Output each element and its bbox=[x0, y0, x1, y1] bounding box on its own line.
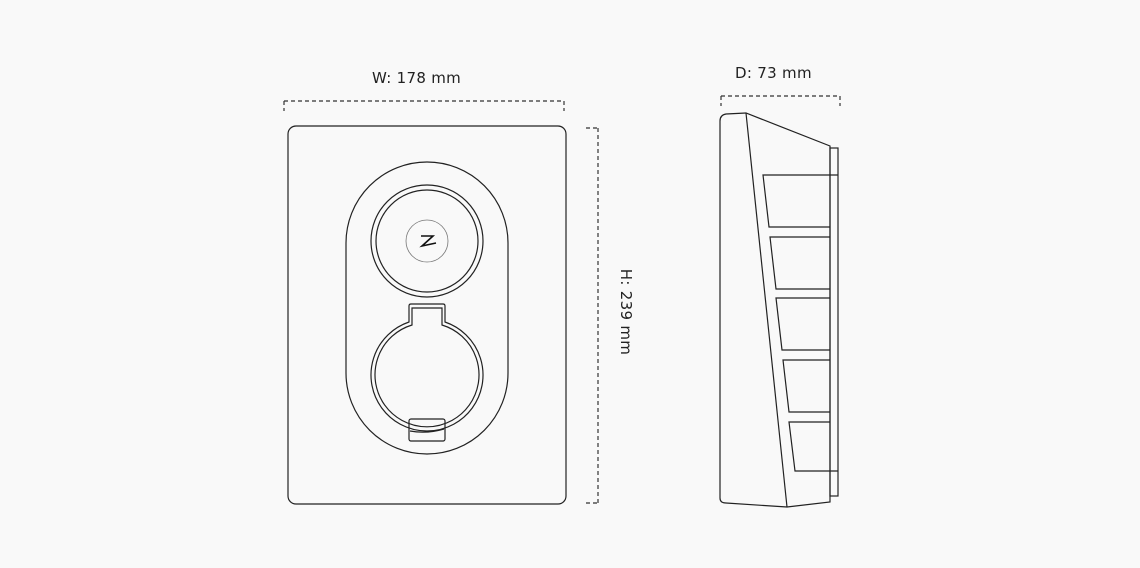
fin-3 bbox=[775, 297, 830, 351]
height-dimension-line bbox=[586, 127, 599, 504]
logo-icon bbox=[419, 235, 437, 248]
mounting-plate bbox=[829, 147, 839, 497]
side-view bbox=[719, 112, 839, 508]
led-ring-outer bbox=[370, 184, 484, 298]
fin-2 bbox=[769, 236, 830, 290]
fin-5 bbox=[788, 421, 838, 472]
fin-1 bbox=[762, 174, 838, 228]
logo-circle bbox=[405, 219, 449, 263]
socket bbox=[370, 303, 484, 442]
front-body bbox=[287, 125, 567, 505]
fin-4 bbox=[782, 359, 830, 413]
led-ring-inner bbox=[375, 189, 479, 293]
depth-label: D: 73 mm bbox=[735, 64, 812, 82]
width-dimension-line bbox=[283, 100, 565, 111]
height-label: H: 239 mm bbox=[617, 268, 635, 356]
depth-dimension-line bbox=[720, 95, 841, 106]
front-panel bbox=[345, 161, 509, 455]
side-body bbox=[719, 112, 831, 508]
width-label: W: 178 mm bbox=[372, 69, 462, 87]
front-view bbox=[287, 125, 567, 505]
socket-latch bbox=[408, 418, 446, 442]
